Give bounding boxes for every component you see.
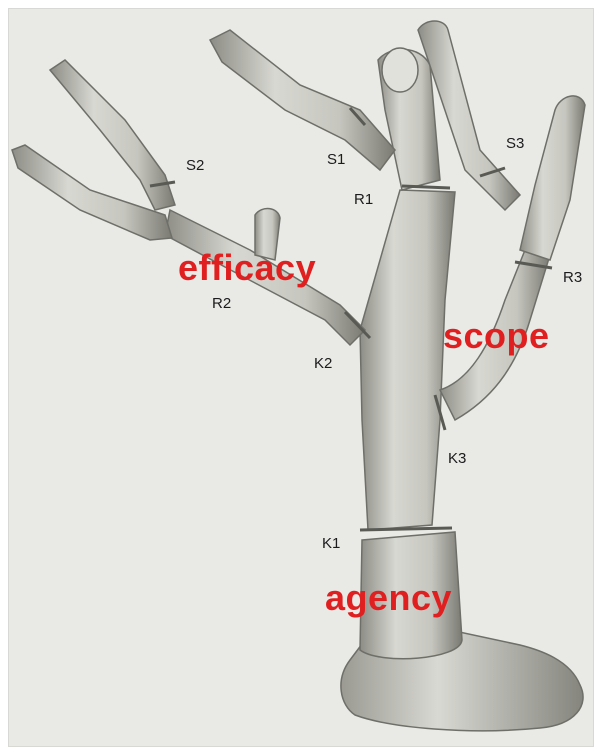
label-k3: K3 xyxy=(448,451,466,466)
r3-upper-branch xyxy=(520,96,585,260)
concept-efficacy: efficacy xyxy=(178,250,316,286)
label-k2: K2 xyxy=(314,356,332,371)
label-s1: S1 xyxy=(327,152,345,167)
label-r2: R2 xyxy=(212,296,231,311)
main-trunk xyxy=(360,190,455,530)
concept-scope: scope xyxy=(443,318,550,354)
label-r3: R3 xyxy=(563,270,582,285)
concept-agency: agency xyxy=(325,580,452,616)
label-s2: S2 xyxy=(186,158,204,173)
label-s3: S3 xyxy=(506,136,524,151)
label-r1: R1 xyxy=(354,192,373,207)
s1-branch xyxy=(210,30,395,170)
central-tip xyxy=(382,48,418,92)
label-k1: K1 xyxy=(322,536,340,551)
